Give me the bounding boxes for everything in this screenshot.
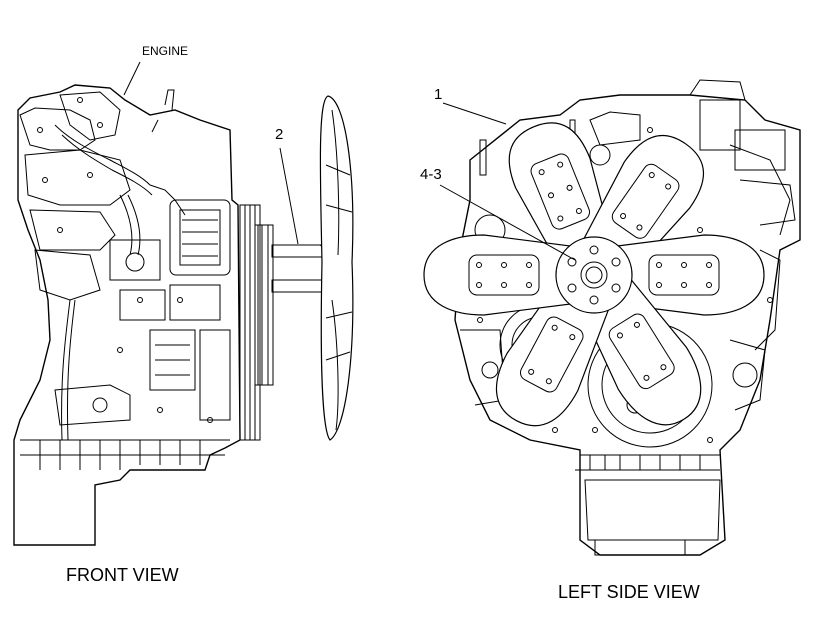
callout-2-leader	[279, 147, 299, 245]
callout-1-label: 1	[434, 86, 443, 103]
front-view-engine-drawing	[13, 84, 241, 546]
engine-leader	[123, 61, 141, 96]
callout-4-3-label: 4-3	[420, 166, 442, 183]
leader-lines	[123, 61, 576, 261]
front-view-title: FRONT VIEW	[66, 565, 179, 585]
engine-label: ENGINE	[142, 44, 189, 58]
left-side-view-title: LEFT SIDE VIEW	[558, 582, 700, 602]
callout-2-label: 2	[275, 126, 284, 143]
front-view-fan-blade	[319, 95, 354, 441]
callout-4-3-leader	[439, 184, 576, 261]
front-view-pulleys	[239, 204, 274, 441]
left-side-view-fan	[423, 122, 765, 427]
callout-1-leader	[442, 102, 507, 125]
